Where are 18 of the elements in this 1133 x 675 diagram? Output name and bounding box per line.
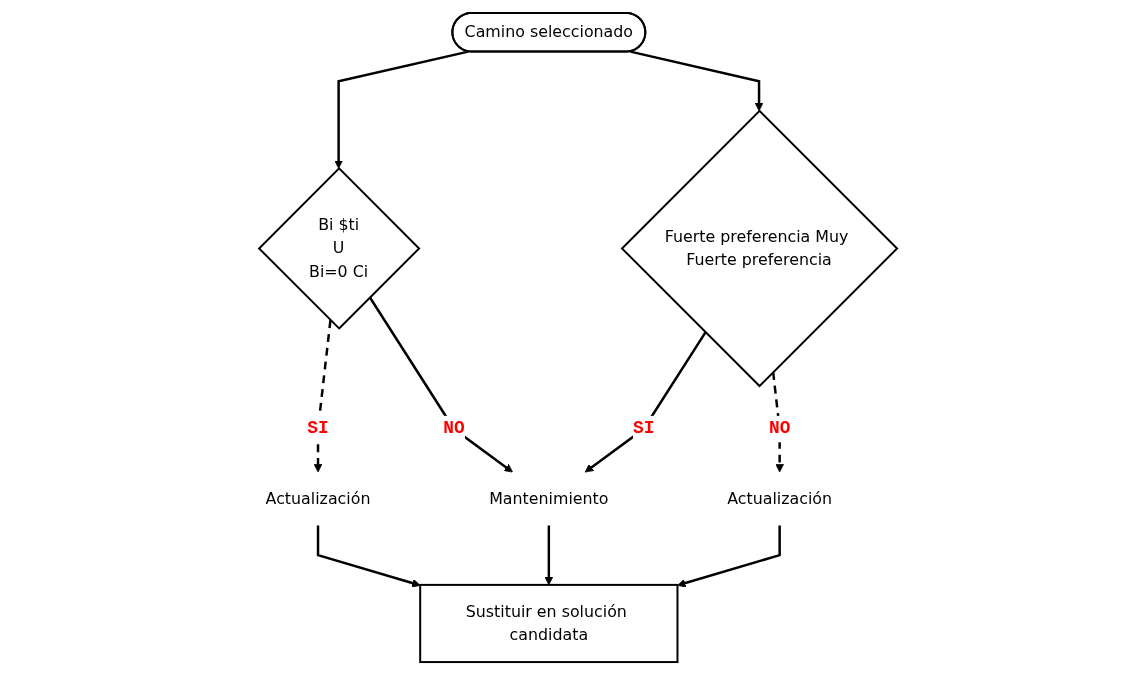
- arrow: [334, 50, 469, 169]
- node-text: Actualización: [727, 488, 833, 508]
- node-text: Actualización: [265, 488, 371, 508]
- node-diamond: Bi $ti U Bi=0 Ci: [257, 167, 421, 330]
- arrow: [630, 50, 764, 112]
- node-text: Mantenimiento: [489, 488, 609, 508]
- arrow: [677, 525, 781, 588]
- node-box: Sustituir en solución candidata: [419, 583, 679, 664]
- arrow: [316, 525, 421, 588]
- edge-label: NO: [443, 418, 465, 439]
- edge-label: SI: [632, 418, 655, 439]
- edge-label: NO: [768, 418, 791, 439]
- arrow: [368, 296, 513, 473]
- arrow: [313, 320, 332, 473]
- arrow: [584, 331, 707, 473]
- arrow: [544, 525, 554, 586]
- edge-label: SI: [307, 418, 329, 439]
- node-diamond: Fuerte preferencia Muy Fuerte preferencia: [620, 109, 899, 388]
